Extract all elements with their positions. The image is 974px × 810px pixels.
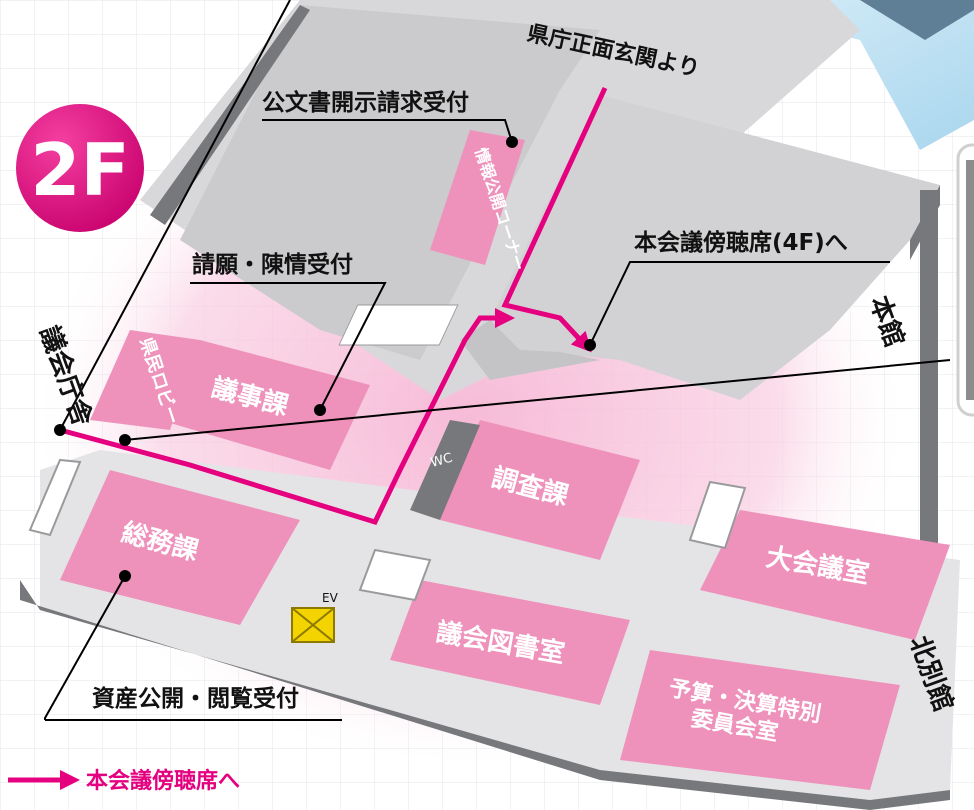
room-proceedings[interactable] <box>160 340 370 470</box>
east-edge <box>920 190 938 590</box>
stairs-right <box>688 480 747 550</box>
callout-gallery: 本会議傍聴席(4F)へ <box>634 229 848 256</box>
room-research[interactable] <box>440 420 640 560</box>
stairs-left <box>28 458 82 537</box>
callout-dot-assets <box>119 570 131 582</box>
elevator-cross <box>291 607 335 643</box>
route-from-assembly <box>59 308 515 526</box>
callout-line-lobby-photo <box>124 359 951 441</box>
room-library[interactable] <box>390 580 630 705</box>
legend-route-label: 本会議傍聴席へ <box>86 768 240 794</box>
upper-left-block <box>180 5 600 360</box>
label-wc: WC <box>429 451 454 471</box>
callout-dot-assembly <box>54 424 66 436</box>
room-big-hall[interactable] <box>700 510 950 640</box>
sky-shadow <box>860 0 974 40</box>
callout-dot-public-docs <box>506 136 518 148</box>
wc-block <box>410 420 480 520</box>
callout-line-petition <box>190 282 387 411</box>
callout-line-assembly <box>59 0 291 431</box>
callout-public-docs: 公文書開示請求受付 <box>262 89 469 116</box>
floor-badge <box>16 104 144 232</box>
room-info-corner[interactable] <box>430 130 525 265</box>
room-budget-committee[interactable] <box>620 650 900 790</box>
callout-line-gallery <box>589 261 890 346</box>
callout-dot-gallery <box>584 339 596 351</box>
label-ev: EV <box>322 591 339 605</box>
callout-line-public-docs <box>262 119 513 143</box>
stairs-middle <box>358 548 432 602</box>
callout-assets: 資産公開・閲覧受付 <box>92 685 299 712</box>
left-wall-side <box>150 5 310 225</box>
sky-band <box>700 0 974 150</box>
callout-dot-lobby <box>119 434 131 446</box>
photo-placeholder <box>966 160 974 400</box>
route-to-gallery-from-entrance <box>501 86 608 353</box>
callout-dot-petition <box>314 404 326 416</box>
floor-label: 2F <box>30 128 129 212</box>
right-block <box>490 95 940 400</box>
callout-petition: 請願・陳情受付 <box>192 251 353 278</box>
corridor-junction <box>460 320 600 380</box>
